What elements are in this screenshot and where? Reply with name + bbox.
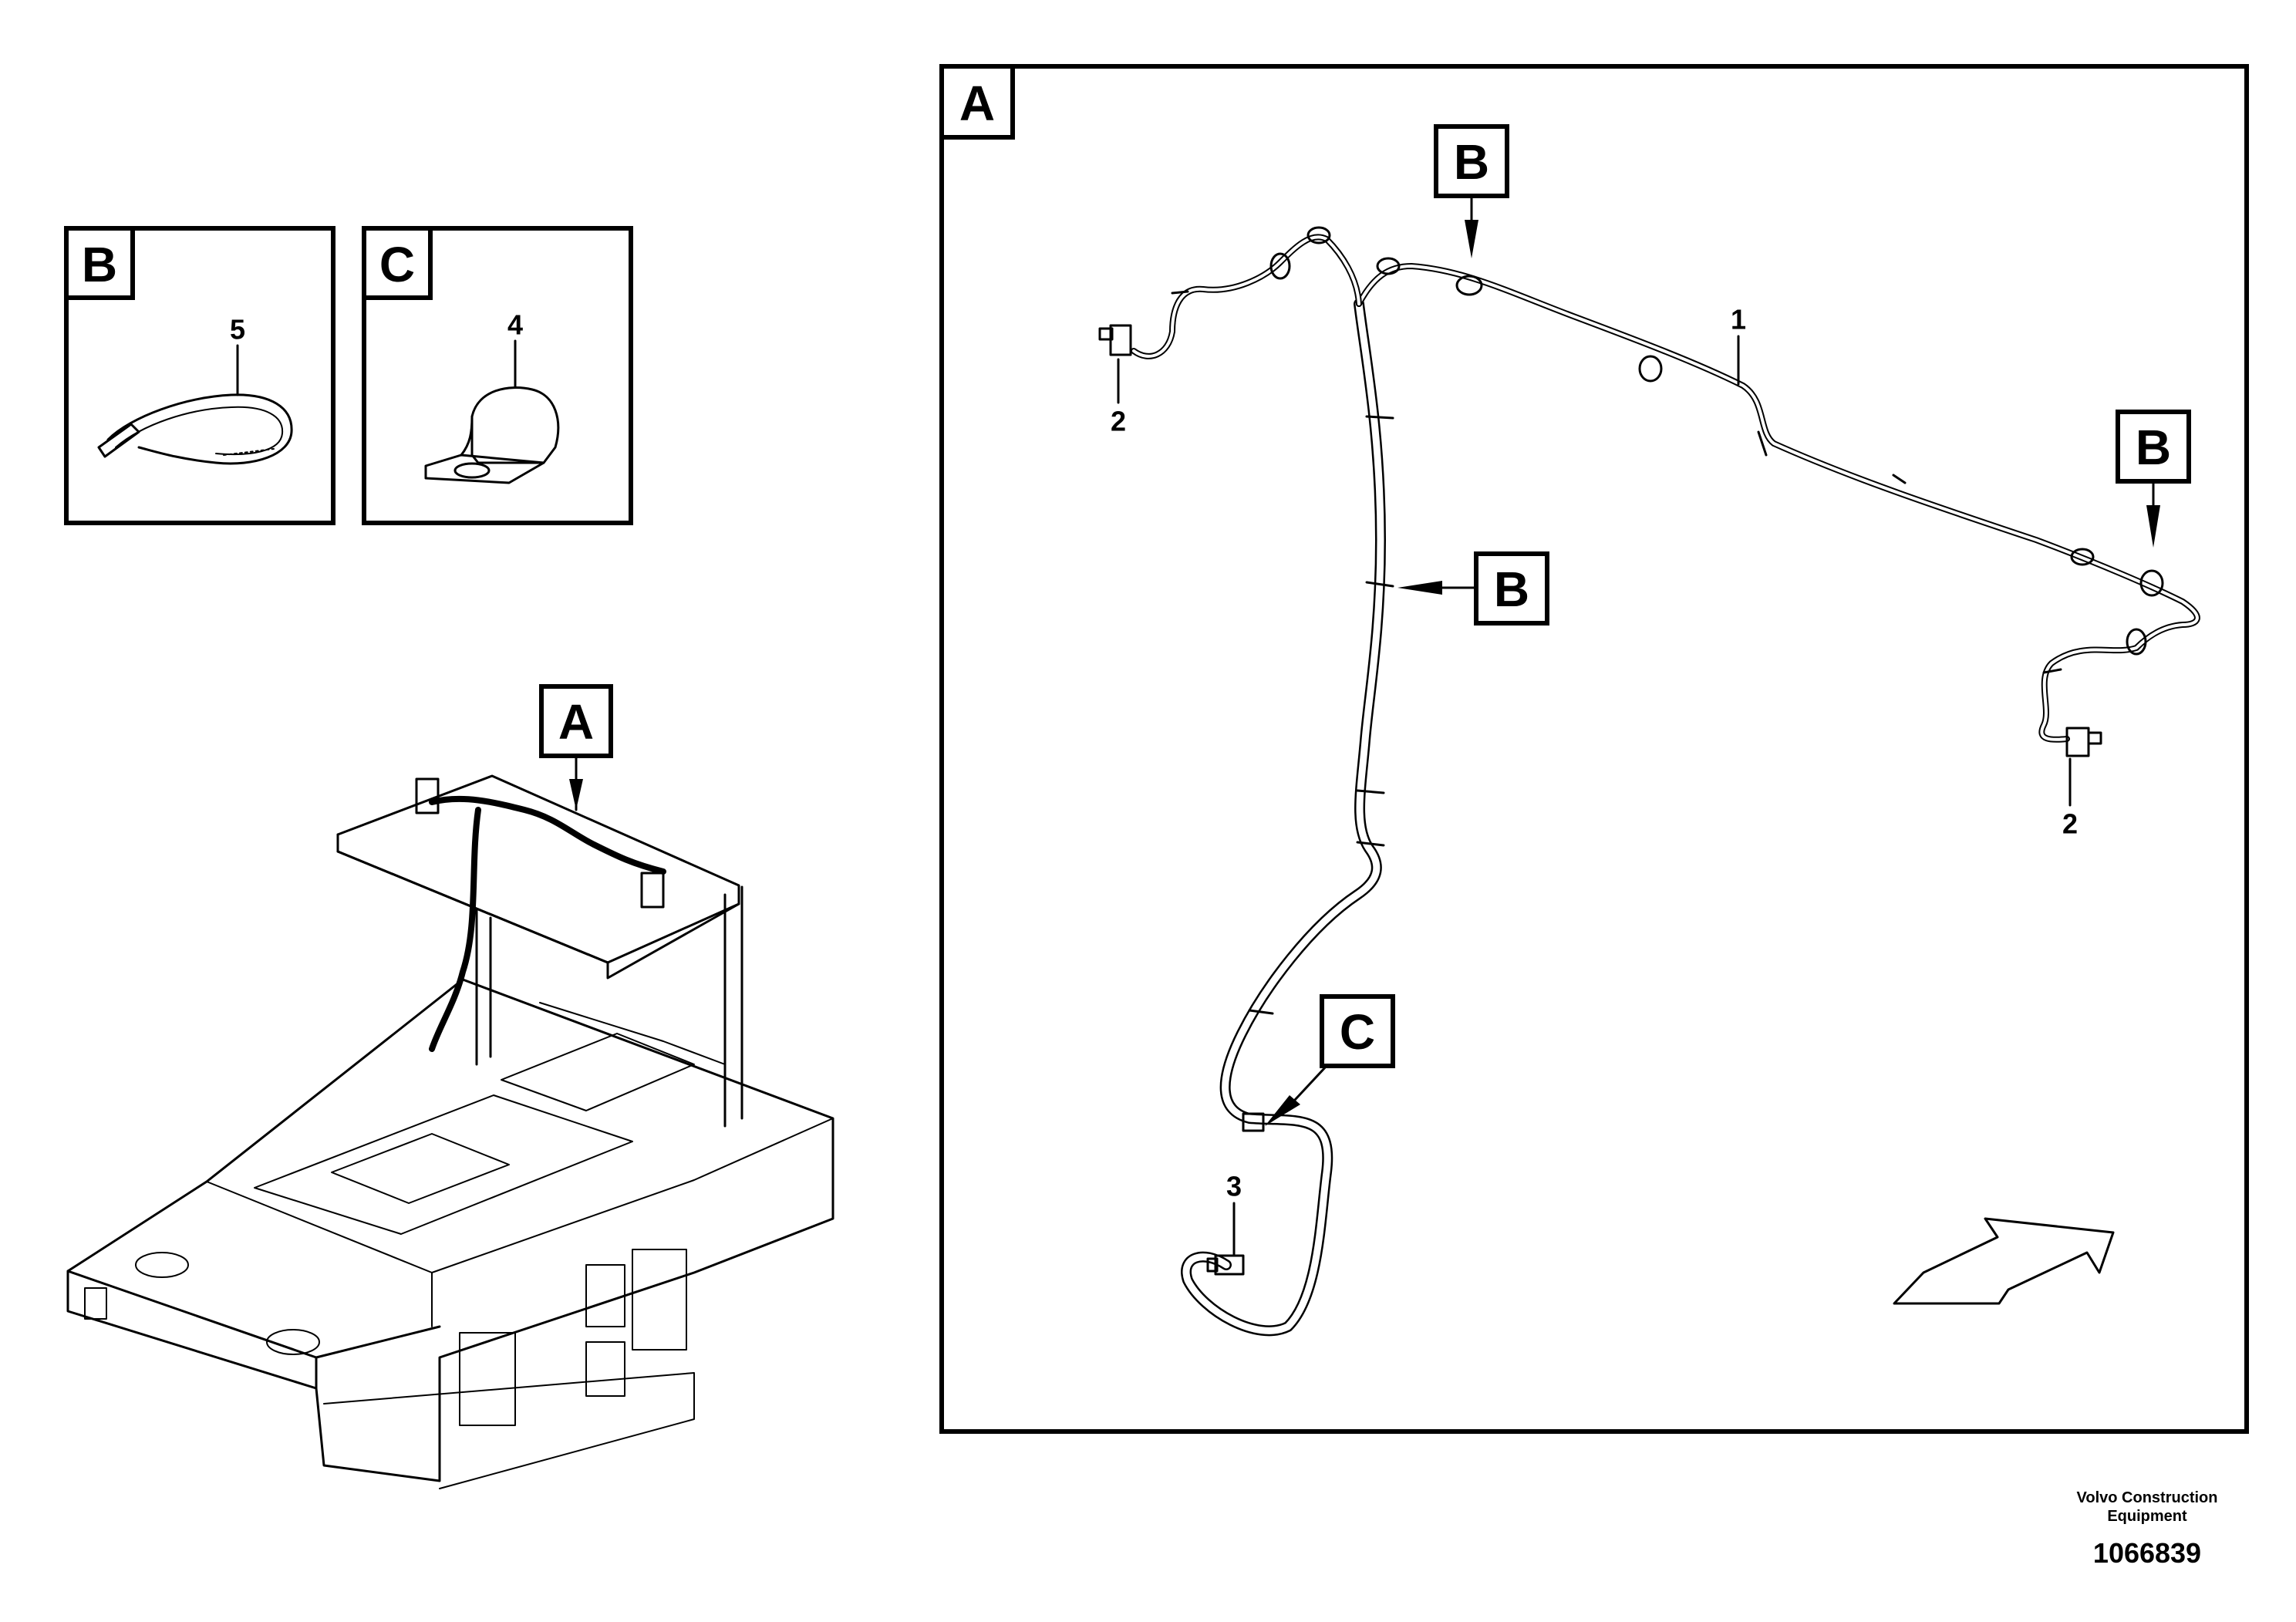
detail-b-label: B	[82, 237, 117, 292]
part-2-right-label: 2	[2062, 808, 2078, 840]
connector-left	[1098, 324, 1132, 356]
drawing-number: 1066839	[2093, 1537, 2201, 1569]
detail-b-panel: B 5	[64, 226, 335, 525]
part-4-label: 4	[507, 309, 523, 341]
part-1-label: 1	[1731, 304, 1746, 336]
part-2-left-label: 2	[1111, 406, 1126, 437]
callout-c-lower: C	[1340, 1004, 1375, 1060]
wiring-harness	[1098, 226, 2200, 1337]
part-3-label: 3	[1226, 1171, 1242, 1202]
detail-c-panel: C 4	[362, 226, 633, 525]
company-name-line2: Equipment	[2107, 1508, 2187, 1525]
connector-right	[2065, 727, 2102, 757]
connector-bottom	[1206, 1254, 1245, 1276]
cable-tie-drawing	[97, 393, 293, 465]
footer: Volvo Construction Equipment 1066839	[2077, 1489, 2218, 1569]
callout-b-right: B	[2136, 420, 2171, 475]
direction-arrow	[1893, 1217, 2115, 1305]
machine-overview: A	[66, 684, 834, 1489]
callout-b-top: B	[1454, 134, 1489, 190]
callout-b-middle: B	[1494, 561, 1529, 617]
part-5-label: 5	[230, 314, 245, 346]
company-name-line1: Volvo Construction	[2077, 1489, 2218, 1506]
view-a-label: A	[959, 76, 995, 131]
view-a-panel: A	[939, 64, 2249, 1434]
detail-c-label: C	[379, 237, 415, 292]
clamp-drawing	[424, 386, 560, 484]
overview-callout-a: A	[558, 694, 594, 750]
